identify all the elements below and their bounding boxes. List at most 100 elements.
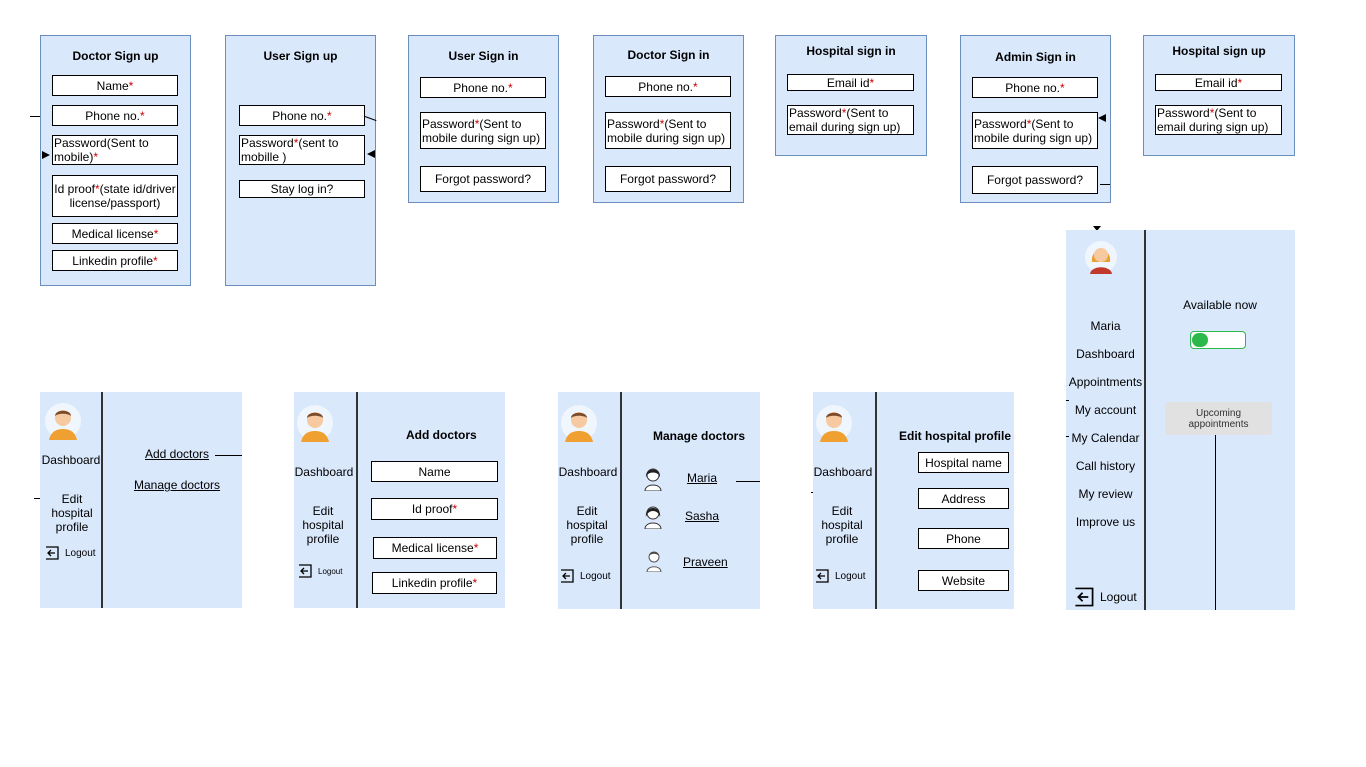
arrow-right-icon bbox=[42, 151, 50, 159]
email-field[interactable]: Email id* bbox=[787, 74, 914, 91]
doctor-male-icon bbox=[644, 548, 664, 572]
sidebar-item-dashboard[interactable]: Dashboard bbox=[41, 453, 101, 467]
phone-field[interactable]: Phone no.* bbox=[52, 105, 178, 126]
add-doctors-panel: Dashboard Edit hospital profile Logout A… bbox=[294, 392, 505, 608]
hospital-home-panel: Dashboard Edit hospital profile Logout A… bbox=[40, 392, 242, 608]
sidebar-divider bbox=[875, 392, 877, 609]
medical-license-field[interactable]: Medical license* bbox=[52, 223, 178, 244]
hospital-signin-panel: Hospital sign in Email id* Password*(Sen… bbox=[775, 35, 927, 156]
sidebar-item-edit-profile[interactable]: Edit hospital profile bbox=[51, 492, 93, 534]
edit-hospital-panel: Dashboard Edit hospital profile Logout E… bbox=[813, 392, 1014, 609]
sidebar-divider bbox=[1144, 230, 1146, 610]
logout-button[interactable]: Logout bbox=[45, 546, 96, 560]
logout-button[interactable]: Logout bbox=[1074, 587, 1137, 607]
sidebar-item-appointments[interactable]: Appointments bbox=[1068, 375, 1143, 389]
logout-icon bbox=[299, 564, 312, 578]
sidebar-item-my-review[interactable]: My review bbox=[1078, 487, 1133, 501]
doctor-name: Maria bbox=[1090, 319, 1121, 333]
doctor-female-icon bbox=[642, 465, 664, 491]
connector-line bbox=[1215, 435, 1216, 610]
sidebar-item-improve-us[interactable]: Improve us bbox=[1075, 515, 1136, 529]
connector-line bbox=[1066, 436, 1069, 437]
manage-doctors-link[interactable]: Manage doctors bbox=[134, 478, 221, 492]
panel-title: Hospital sign in bbox=[806, 44, 896, 58]
forgot-password-button[interactable]: Forgot password? bbox=[420, 166, 546, 192]
doctor-signup-panel: Doctor Sign up Name* Phone no.* Password… bbox=[40, 35, 191, 286]
logout-label: Logout bbox=[318, 566, 343, 576]
sidebar-item-my-calendar[interactable]: My Calendar bbox=[1071, 431, 1140, 445]
phone-field[interactable]: Phone no.* bbox=[605, 76, 731, 97]
address-field[interactable]: Address bbox=[918, 488, 1009, 509]
panel-title: User Sign up bbox=[263, 49, 338, 63]
sidebar-item-dashboard[interactable]: Dashboard bbox=[558, 465, 618, 479]
logout-label: Logout bbox=[1100, 590, 1137, 604]
name-field[interactable]: Name* bbox=[52, 75, 178, 96]
sidebar-item-dashboard[interactable]: Dashboard bbox=[1076, 347, 1135, 361]
sidebar-item-edit-profile[interactable]: Edit hospital profile bbox=[821, 504, 863, 546]
forgot-password-button[interactable]: Forgot password? bbox=[972, 166, 1098, 194]
medical-license-field[interactable]: Medical license* bbox=[373, 537, 497, 559]
panel-title: Doctor Sign up bbox=[72, 49, 159, 63]
logout-icon bbox=[561, 569, 574, 583]
availability-toggle[interactable] bbox=[1190, 331, 1246, 349]
sidebar-item-call-history[interactable]: Call history bbox=[1075, 459, 1136, 473]
doctor-link-maria[interactable]: Maria bbox=[687, 471, 718, 485]
logout-button[interactable]: Logout bbox=[560, 569, 611, 583]
logout-icon bbox=[816, 569, 829, 583]
user-signin-panel: User Sign in Phone no.* Password*(Sent t… bbox=[408, 35, 559, 203]
linkedin-field[interactable]: Linkedin profile* bbox=[372, 572, 497, 594]
doctor-female-icon bbox=[642, 503, 664, 529]
phone-field[interactable]: Phone no.* bbox=[420, 77, 546, 98]
logout-button[interactable]: Logout bbox=[298, 564, 342, 578]
logout-label: Logout bbox=[580, 570, 611, 582]
id-proof-field[interactable]: Id proof* bbox=[371, 498, 498, 520]
doctor-link-sasha[interactable]: Sasha bbox=[685, 509, 720, 523]
add-doctors-link[interactable]: Add doctors bbox=[145, 447, 210, 461]
phone-field[interactable]: Phone bbox=[918, 528, 1009, 549]
logout-button[interactable]: Logout bbox=[815, 569, 866, 583]
availability-label: Available now bbox=[1183, 298, 1257, 312]
hospital-name-field[interactable]: Hospital name bbox=[918, 452, 1009, 473]
doctor-dashboard-panel: Maria Dashboard Appointments My account … bbox=[1066, 230, 1295, 610]
manage-doctors-panel: Dashboard Edit hospital profile Logout M… bbox=[558, 392, 760, 609]
sidebar-item-edit-profile[interactable]: Edit hospital profile bbox=[566, 504, 608, 546]
phone-field[interactable]: Phone no.* bbox=[239, 105, 365, 126]
phone-field[interactable]: Phone no.* bbox=[972, 77, 1098, 98]
toggle-knob bbox=[1192, 333, 1208, 347]
panel-title: User Sign in bbox=[448, 49, 519, 63]
admin-signin-panel: Admin Sign in Phone no.* Password*(Sent … bbox=[960, 35, 1111, 203]
connector-line bbox=[736, 481, 760, 482]
name-field[interactable]: Name bbox=[371, 461, 498, 482]
sidebar-divider bbox=[620, 392, 622, 609]
sidebar-item-my-account[interactable]: My account bbox=[1074, 403, 1137, 417]
website-field[interactable]: Website bbox=[918, 570, 1009, 591]
email-field[interactable]: Email id* bbox=[1155, 74, 1282, 91]
doctor-link-praveen[interactable]: Praveen bbox=[683, 555, 728, 569]
panel-title: Doctor Sign in bbox=[627, 48, 710, 62]
logout-icon bbox=[1075, 587, 1094, 607]
sidebar-item-dashboard[interactable]: Dashboard bbox=[294, 465, 354, 479]
logout-label: Logout bbox=[835, 570, 866, 582]
page-title: Manage doctors bbox=[653, 429, 746, 443]
connector-line bbox=[811, 492, 813, 493]
forgot-password-button[interactable]: Forgot password? bbox=[605, 166, 731, 192]
linkedin-field[interactable]: Linkedin profile* bbox=[52, 250, 178, 271]
avatar bbox=[815, 404, 853, 442]
avatar bbox=[44, 402, 82, 440]
upcoming-label: Upcoming appointments bbox=[1188, 407, 1249, 430]
panel-title: Admin Sign in bbox=[995, 50, 1076, 64]
upcoming-appointments-button[interactable]: Upcoming appointments bbox=[1165, 402, 1272, 435]
sidebar-item-dashboard[interactable]: Dashboard bbox=[813, 465, 873, 479]
hospital-signup-panel: Hospital sign up Email id* Password*(Sen… bbox=[1143, 35, 1295, 156]
sidebar-item-edit-profile[interactable]: Edit hospital profile bbox=[302, 504, 344, 546]
stay-logged-in-checkbox[interactable]: Stay log in? bbox=[239, 180, 365, 198]
arrow-left-icon bbox=[1098, 114, 1106, 122]
